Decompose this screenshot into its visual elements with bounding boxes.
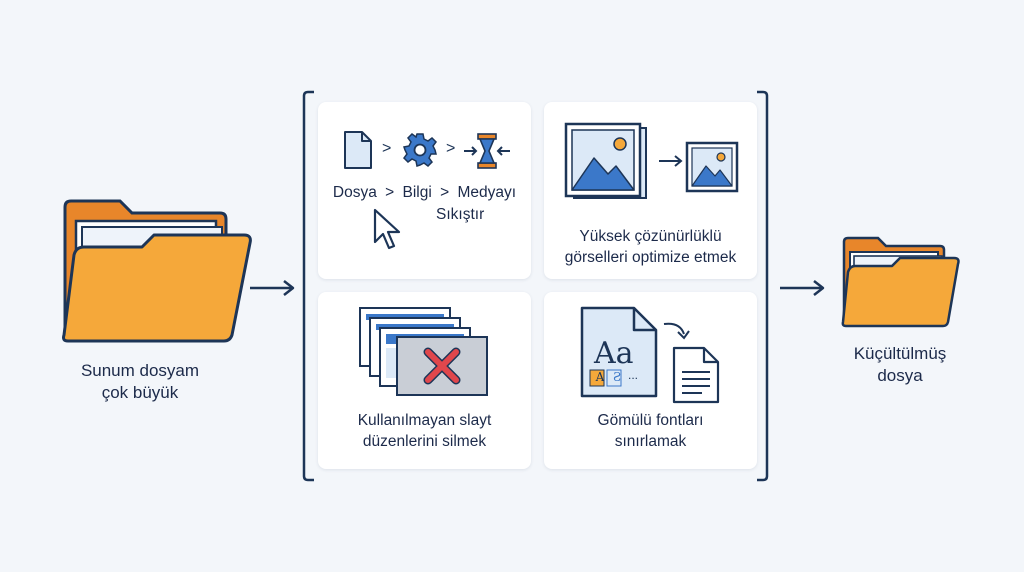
gear-icon [403, 133, 437, 167]
image-icon [564, 122, 647, 199]
result-label-line2: dosya [877, 366, 923, 385]
path-separator-2: > [446, 140, 456, 157]
left-bracket [302, 90, 316, 482]
step-text-delete-layouts: Kullanılmayan slayt düzenlerini silmek [318, 410, 531, 452]
source-folder [60, 195, 255, 345]
arrow-curve-icon [663, 322, 690, 340]
menu-path-line1: Dosya > Bilgi > Medyayı [318, 184, 531, 202]
path-separator-4: > [440, 184, 450, 201]
cursor-icon [373, 208, 401, 250]
path-separator-3: > [385, 184, 395, 201]
step-card-compress-media: > > Dosya > Bilgi > Medyayı Sıkıştır [318, 102, 531, 279]
source-label-line1: Sunum dosyam [80, 361, 200, 380]
font-glyph-b: Ƨ [612, 370, 622, 384]
image-icon [685, 141, 739, 193]
path-item-medyayi: Medyayı [457, 184, 517, 201]
delete-x-icon [396, 336, 488, 396]
path-item-bilgi: Bilgi [402, 184, 432, 201]
font-glyph-a: A [595, 370, 605, 384]
folder-icon [841, 236, 960, 328]
step-card-optimize-images: Yüksek çözünürlüklü görselleri optimize … [544, 102, 757, 279]
source-label: Sunum dosyam çok büyük [40, 360, 240, 404]
font-document-icon [580, 306, 658, 398]
right-bracket [755, 90, 769, 482]
step-card-limit-fonts: Aa A Ƨ ... Gömülü fontları sınırlamak [544, 292, 757, 469]
step-line2: düzenlerini silmek [362, 433, 487, 450]
arrow-right-icon [659, 155, 683, 167]
source-label-line2: çok büyük [101, 383, 179, 402]
step-line2: görselleri optimize etmek [564, 249, 737, 266]
document-icon [344, 131, 372, 169]
text-document-icon [672, 346, 720, 404]
step-line1: Kullanılmayan slayt [357, 412, 492, 429]
arrow-right-icon [248, 278, 298, 298]
compress-icon [464, 133, 510, 169]
step-text-limit-fonts: Gömülü fontları sınırlamak [544, 410, 757, 452]
menu-path-line2: Sıkıştır [436, 206, 485, 223]
step-card-delete-layouts: Kullanılmayan slayt düzenlerini silmek [318, 292, 531, 469]
path-separator-1: > [382, 140, 392, 157]
step-line1: Yüksek çözünürlüklü [579, 228, 722, 245]
step-line2: sınırlamak [614, 433, 687, 450]
step-line1: Gömülü fontları [597, 412, 704, 429]
arrow-right-icon [778, 278, 828, 298]
step-text-optimize-images: Yüksek çözünürlüklü görselleri optimize … [544, 226, 757, 268]
folder-icon [62, 199, 252, 343]
result-label-line1: Küçültülmüş [853, 344, 947, 363]
result-folder [840, 234, 962, 328]
result-label: Küçültülmüş dosya [820, 343, 980, 387]
font-sample: Aa [594, 336, 634, 371]
font-dots: ... [628, 368, 639, 382]
path-item-dosya: Dosya [332, 184, 377, 201]
